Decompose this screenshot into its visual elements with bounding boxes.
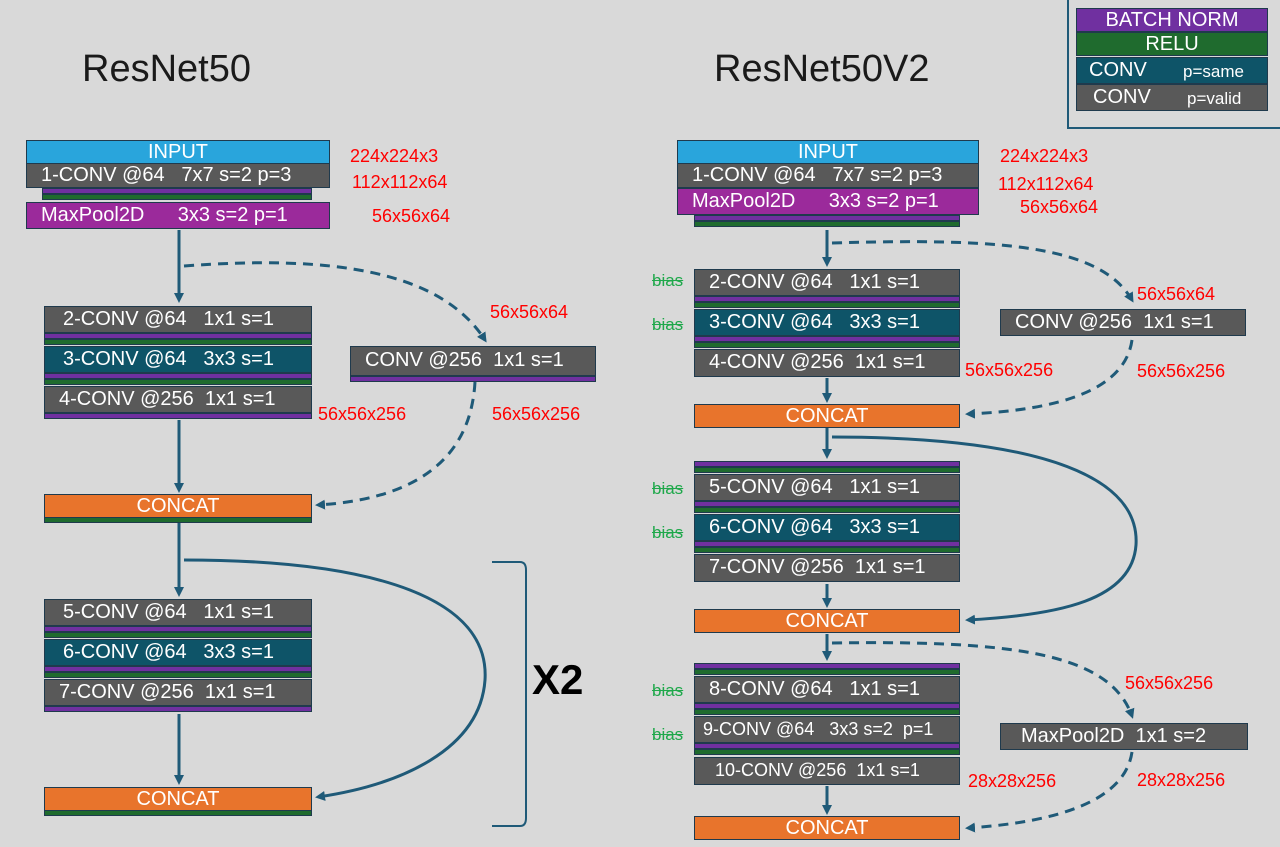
repeat-x2-label: X2: [532, 656, 584, 703]
bias-label-conv6: bias: [652, 523, 684, 542]
bias-label-conv8: bias: [652, 681, 684, 700]
left-shortcut-conv-box: CONV @256 1x1 s=1: [350, 346, 596, 376]
right-concat1-box: CONCAT: [694, 404, 960, 428]
right-shortcut-maxpool-box: MaxPool2D 1x1 s=2: [1000, 723, 1248, 750]
left-dim-112x112x64: 112x112x64: [352, 172, 448, 192]
right-conv1-box: 1-CONV @64 7x7 s=2 p=3: [677, 163, 979, 188]
right-conv8-batchnorm: [694, 703, 960, 709]
left-conv6-box: 6-CONV @64 3x3 s=1: [44, 639, 312, 666]
title-resnet50: ResNet50: [82, 48, 251, 90]
bias-label-conv3: bias: [652, 315, 684, 334]
right-pre-batchnorm: [694, 215, 960, 221]
right-conv6-batchnorm: [694, 541, 960, 547]
right-input-box: INPUT: [677, 140, 979, 164]
left-conv6-relu: [44, 672, 312, 678]
right-conv5-relu: [694, 507, 960, 513]
right-conv2-relu: [694, 302, 960, 308]
left-conv1-batchnorm: [42, 188, 312, 194]
right-conv9-batchnorm: [694, 743, 960, 749]
right-dim-112x112x64: 112x112x64: [998, 174, 1094, 194]
legend-p-valid: p=valid: [1187, 89, 1242, 108]
right-dim-28x28x256-b: 28x28x256: [1137, 770, 1226, 790]
right-conv2-box: 2-CONV @64 1x1 s=1: [694, 269, 960, 296]
right-dim-56x56x64-b: 56x56x64: [1137, 284, 1216, 304]
left-dim-56x56x256-b: 56x56x256: [492, 404, 581, 424]
left-conv6-batchnorm: [44, 666, 312, 672]
left-maxpool-box: MaxPool2D 3x3 s=2 p=1: [26, 202, 330, 229]
right-conv4-box: 4-CONV @256 1x1 s=1: [694, 349, 960, 377]
left-conv2-batchnorm: [44, 333, 312, 339]
left-dim-56x56x256-a: 56x56x256: [318, 404, 407, 424]
right-conv3-box: 3-CONV @64 3x3 s=1: [694, 309, 960, 336]
left-conv3-batchnorm: [44, 373, 312, 379]
legend-conv-valid-label: CONV: [1093, 86, 1151, 108]
right-dim-28x28x256-a: 28x28x256: [968, 771, 1057, 791]
right-conv3-batchnorm: [694, 336, 960, 342]
legend-relu: RELU: [1076, 32, 1268, 56]
left-conv3-box: 3-CONV @64 3x3 s=1: [44, 346, 312, 373]
left-concat2-relu: [44, 810, 312, 816]
left-conv4-box: 4-CONV @256 1x1 s=1: [44, 386, 312, 413]
right-conv7-box: 7-CONV @256 1x1 s=1: [694, 554, 960, 582]
right-conv8-relu: [694, 709, 960, 715]
right-dim-56x56x64-a: 56x56x64: [1020, 197, 1099, 217]
right-block3-batchnorm: [694, 663, 960, 669]
right-block3-relu: [694, 669, 960, 675]
legend-conv-same: CONV p=same: [1076, 57, 1268, 84]
left-conv7-batchnorm: [44, 706, 312, 712]
right-maxpool-box: MaxPool2D 3x3 s=2 p=1: [677, 188, 979, 215]
left-shortcut-batchnorm: [350, 376, 596, 382]
left-conv1-relu: [42, 194, 312, 200]
legend-conv-same-label: CONV: [1089, 59, 1147, 81]
right-conv5-box: 5-CONV @64 1x1 s=1: [694, 474, 960, 501]
left-conv4-batchnorm: [44, 413, 312, 419]
left-conv5-batchnorm: [44, 626, 312, 632]
left-dim-56x56x64-b: 56x56x64: [490, 302, 569, 322]
right-dim-224x224x3: 224x224x3: [1000, 146, 1089, 166]
bias-label-conv9: bias: [652, 725, 684, 744]
right-concat2-box: CONCAT: [694, 609, 960, 633]
right-pre-relu: [694, 221, 960, 227]
right-conv9-relu: [694, 749, 960, 755]
right-conv8-box: 8-CONV @64 1x1 s=1: [694, 676, 960, 703]
left-concat1-relu: [44, 517, 312, 523]
title-resnet50v2: ResNet50V2: [714, 48, 930, 90]
right-conv10-box: 10-CONV @256 1x1 s=1: [694, 757, 960, 785]
right-block2-batchnorm: [694, 461, 960, 467]
left-conv5-relu: [44, 632, 312, 638]
right-concat3-box: CONCAT: [694, 816, 960, 840]
left-conv3-relu: [44, 379, 312, 385]
left-dim-56x56x64-a: 56x56x64: [372, 206, 451, 226]
bias-label-conv5: bias: [652, 479, 684, 498]
legend-batch-norm: BATCH NORM: [1076, 8, 1268, 32]
left-dim-224x224x3: 224x224x3: [350, 146, 439, 166]
left-concat1-box: CONCAT: [44, 494, 312, 518]
right-conv3-relu: [694, 342, 960, 348]
left-conv2-box: 2-CONV @64 1x1 s=1: [44, 306, 312, 333]
left-concat2-box: CONCAT: [44, 787, 312, 811]
right-conv6-box: 6-CONV @64 3x3 s=1: [694, 514, 960, 541]
bias-label-conv2: bias: [652, 271, 684, 290]
left-input-box: INPUT: [26, 140, 330, 164]
left-conv5-box: 5-CONV @64 1x1 s=1: [44, 599, 312, 626]
legend-conv-valid: CONV p=valid: [1076, 84, 1268, 111]
right-dim-56x56x256-a: 56x56x256: [965, 360, 1054, 380]
right-conv6-relu: [694, 547, 960, 553]
right-conv5-batchnorm: [694, 501, 960, 507]
right-conv9-box: 9-CONV @64 3x3 s=2 p=1: [694, 716, 960, 743]
right-shortcut-conv-box: CONV @256 1x1 s=1: [1000, 309, 1246, 336]
right-dim-56x56x256-c: 56x56x256: [1125, 673, 1214, 693]
left-conv1-box: 1-CONV @64 7x7 s=2 p=3: [26, 163, 330, 188]
left-conv7-box: 7-CONV @256 1x1 s=1: [44, 679, 312, 706]
right-block2-relu: [694, 467, 960, 473]
right-conv2-batchnorm: [694, 296, 960, 302]
right-dim-56x56x256-b: 56x56x256: [1137, 361, 1226, 381]
left-conv2-relu: [44, 339, 312, 345]
legend-p-same: p=same: [1183, 62, 1244, 81]
